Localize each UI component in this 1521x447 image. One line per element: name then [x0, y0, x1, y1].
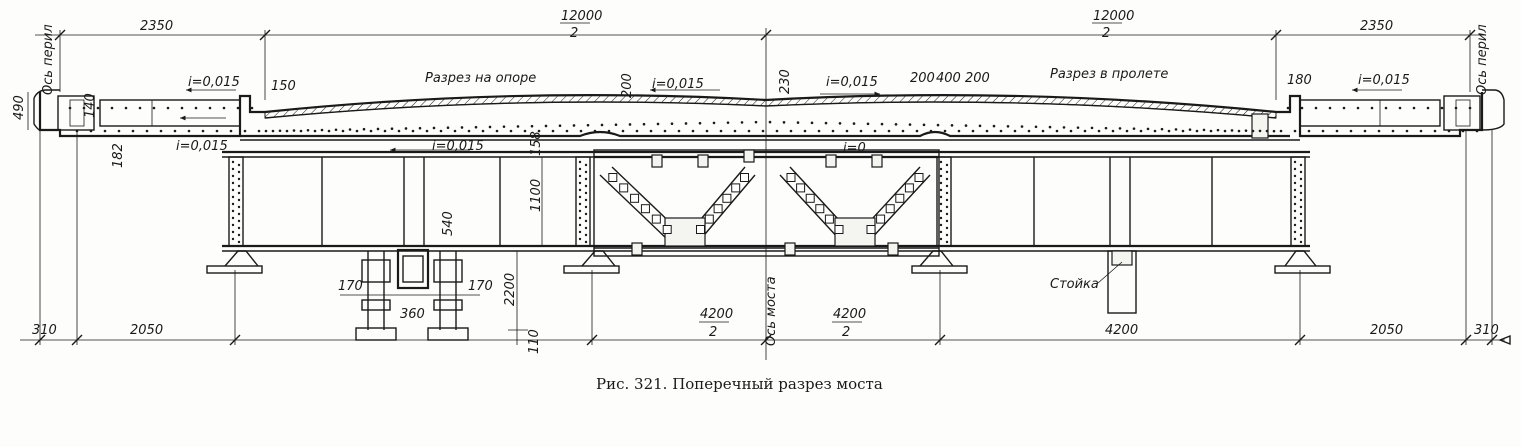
dim-4200-a: 4200 [700, 307, 733, 322]
text-labels: 2350 12000 2 12000 2 2350 Разрез на опор… [12, 9, 1499, 393]
post-label: Стойка [1050, 277, 1099, 292]
dim-360: 360 [400, 307, 425, 322]
dim-170-right: 170 [468, 279, 493, 294]
dim-310-left: 310 [32, 323, 57, 338]
dim-4200-a-div: 2 [709, 325, 717, 340]
dim-4200-b: 4200 [833, 307, 866, 322]
bottom-dimension-lines [20, 92, 1511, 346]
bracing-bolts [608, 173, 924, 234]
dim-110: 110 [527, 329, 542, 354]
dim-158: 158 [529, 131, 544, 156]
dim-2350-left: 2350 [140, 19, 173, 34]
section-label-left: Разрез на опоре [425, 71, 536, 86]
dim-180: 180 [1287, 73, 1312, 88]
dim-2350-right: 2350 [1360, 19, 1393, 34]
dim-140: 140 [83, 93, 98, 118]
dim-4200-c: 4200 [1105, 323, 1138, 338]
dim-12000-right-div: 2 [1102, 26, 1110, 41]
dim-170-left: 170 [338, 279, 363, 294]
slope-label-4: i=0,015 [652, 77, 704, 92]
railing-axis-right: Ось перил [1475, 24, 1490, 95]
deck-slab [33, 89, 1505, 141]
dim-2050-right: 2050 [1370, 323, 1403, 338]
dim-230: 230 [778, 69, 793, 94]
slope-label-6: i=0 [843, 141, 866, 156]
pier-posts [355, 248, 1137, 341]
dim-12000-left: 12000 [561, 9, 602, 24]
dim-2050-left: 2050 [130, 323, 163, 338]
slope-arrows [180, 87, 1402, 153]
slope-label-7: i=0,015 [1358, 73, 1410, 88]
dim-540: 540 [441, 211, 456, 236]
dim-200-a: 200 [620, 73, 635, 98]
slope-label-5: i=0,015 [826, 75, 878, 90]
dim-200-c: 200 [965, 71, 990, 86]
dim-182: 182 [111, 143, 126, 168]
dim-400: 400 [936, 71, 961, 86]
dim-4200-b-div: 2 [842, 325, 850, 340]
dim-2200: 2200 [503, 273, 518, 306]
railing-axis-left: Ось перил [41, 24, 56, 95]
dim-150: 150 [271, 79, 296, 94]
girders [206, 149, 1331, 274]
slope-label-3: i=0,015 [432, 139, 484, 154]
cross-bracing [599, 149, 931, 256]
dim-12000-right: 12000 [1093, 9, 1134, 24]
bridge-axis-label: Ось моста [764, 276, 779, 346]
riveted-webs [228, 156, 1306, 247]
dim-200-b: 200 [910, 71, 935, 86]
dim-1100: 1100 [529, 179, 544, 212]
dim-490: 490 [12, 95, 27, 120]
dim-12000-left-div: 2 [570, 26, 578, 41]
slope-label-2: i=0,015 [176, 139, 228, 154]
rebar-dots [68, 106, 1479, 133]
top-dimension-lines [35, 22, 1485, 360]
figure-caption: Рис. 321. Поперечный разрез моста [596, 375, 883, 393]
dim-310-right: 310 [1474, 323, 1499, 338]
bearings [206, 250, 1331, 274]
section-label-right: Разрез в пролете [1050, 67, 1168, 82]
slope-label-1: i=0,015 [188, 75, 240, 90]
